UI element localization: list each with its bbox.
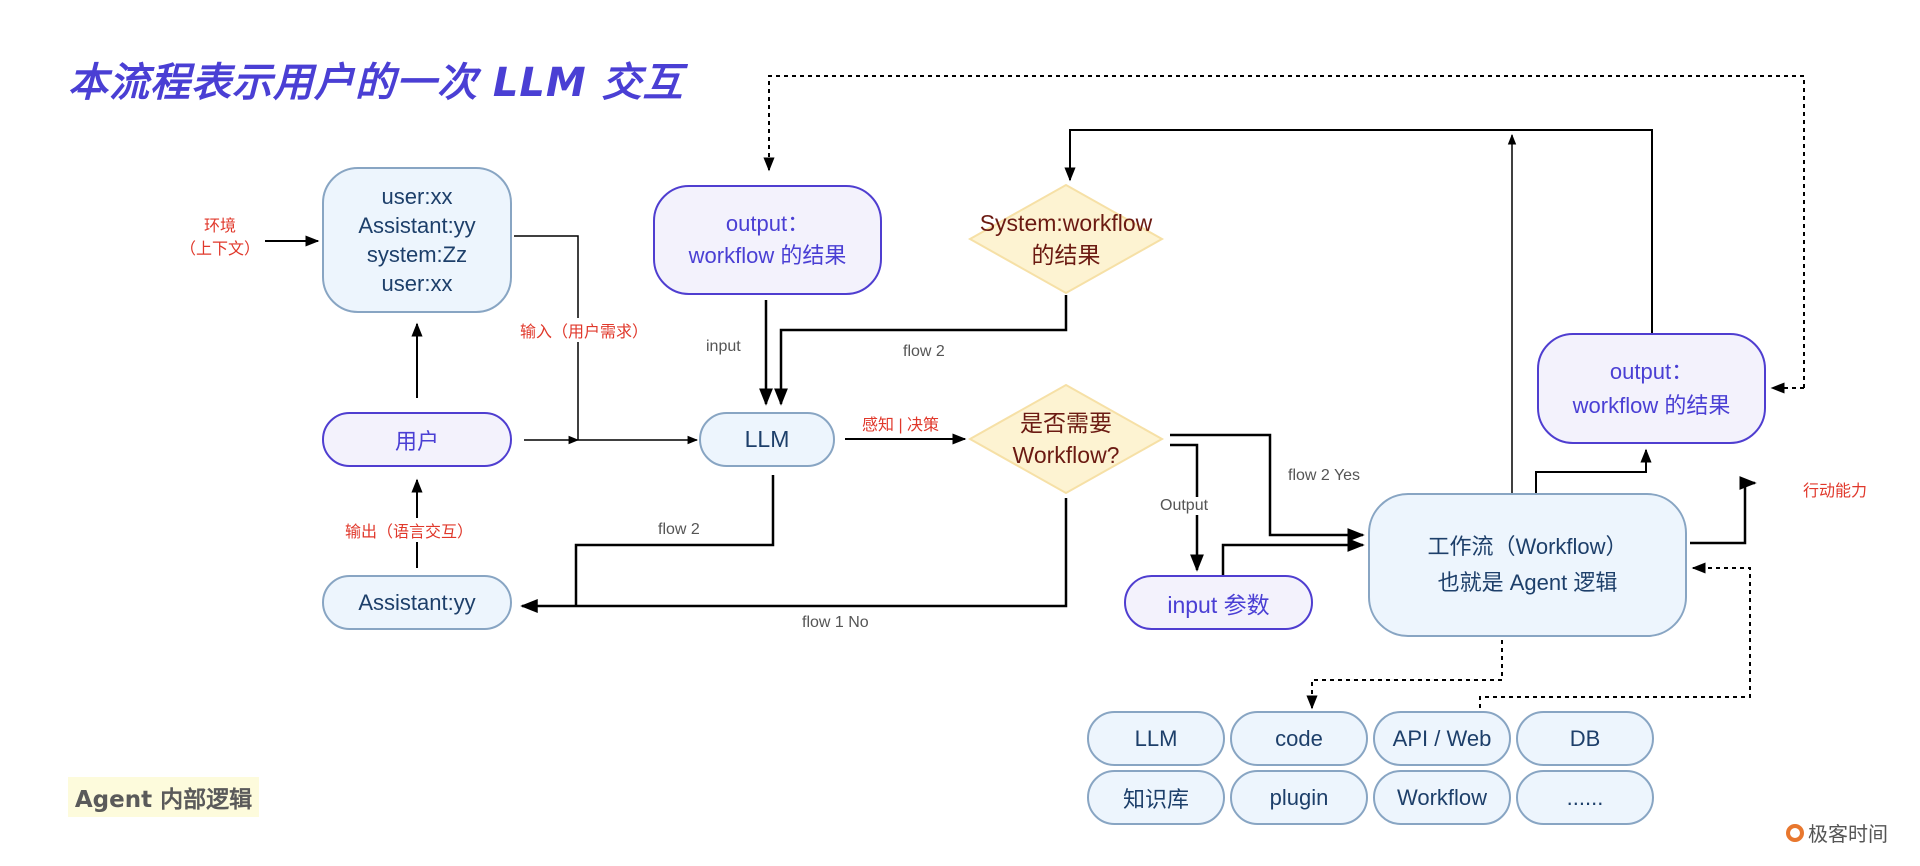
tool-workflow[interactable]: Workflow [1373, 770, 1511, 825]
system-workflow-label: System:workflow 的结果 [979, 210, 1153, 268]
assistant-node[interactable]: Assistant:yy [322, 575, 512, 630]
user-node[interactable]: 用户 [322, 412, 512, 467]
llm-node[interactable]: LLM [699, 412, 835, 467]
edge-workflow-action [1690, 476, 1757, 545]
edge-decision-workflow [1170, 433, 1365, 542]
edge-dotted-tools [1306, 640, 1503, 710]
tool-db[interactable]: DB [1516, 711, 1654, 766]
page-title: 本流程表示用户的一次 LLM 交互 [68, 60, 684, 106]
label-output-language: 输出（语言交互） [345, 518, 474, 542]
tool-code[interactable]: code [1230, 711, 1368, 766]
brand-logo-text: 极客时间 [1808, 824, 1888, 846]
tool-more[interactable]: ...... [1516, 770, 1654, 825]
agent-internal-logic-tag: Agent 内部逻辑 [68, 777, 259, 817]
label-flow1-no: flow 1 No [802, 614, 869, 631]
edge-dotted-return [1479, 562, 1751, 708]
geektime-logo-icon [1786, 823, 1804, 842]
edge-system-llm [774, 295, 1068, 406]
label-output: Output [1160, 497, 1209, 515]
input-params-node[interactable]: input 参数 [1124, 575, 1313, 630]
tool-knowledge-base[interactable]: 知识库 [1087, 770, 1225, 825]
edge-dotted-top [763, 75, 1805, 388]
output-right-node[interactable]: output： workflow 的结果 [1537, 333, 1766, 444]
context-node[interactable]: user:xx Assistant:yy system:Zz user:xx [322, 167, 512, 313]
decision-label: 是否需要 Workflow? [1012, 410, 1120, 468]
edge-decision-assistant [520, 498, 1068, 613]
workflow-node[interactable]: 工作流（Workflow） 也就是 Agent 逻辑 [1368, 493, 1687, 637]
edge-llm-assistant [574, 475, 775, 606]
label-flow2-top: flow 2 [903, 343, 945, 360]
output-left-node[interactable]: output： workflow 的结果 [653, 185, 882, 295]
label-action: 行动能力 [1803, 483, 1868, 500]
edge-top-loop [1064, 129, 1653, 333]
edge-context-llm [514, 235, 579, 440]
edge-decision-input [1170, 443, 1204, 572]
edge-workflow-outright [1535, 448, 1652, 493]
edge-input-workflow [1221, 538, 1365, 575]
label-flow2-yes: flow 2 Yes [1288, 467, 1361, 484]
system-workflow-diamond [967, 183, 1165, 295]
label-environment: 环境 （上下文） [180, 218, 261, 258]
tool-api-web[interactable]: API / Web [1373, 711, 1511, 766]
label-flow2-bottom: flow 2 [658, 521, 700, 538]
decision-diamond [967, 383, 1165, 495]
tool-llm[interactable]: LLM [1087, 711, 1225, 766]
label-input: input [706, 338, 741, 355]
label-input-demand: 输入（用户需求） [520, 318, 649, 342]
tool-plugin[interactable]: plugin [1230, 770, 1368, 825]
label-perceive-decide: 感知 | 决策 [862, 417, 940, 434]
brand-logo: 极客时间 [1786, 818, 1888, 847]
